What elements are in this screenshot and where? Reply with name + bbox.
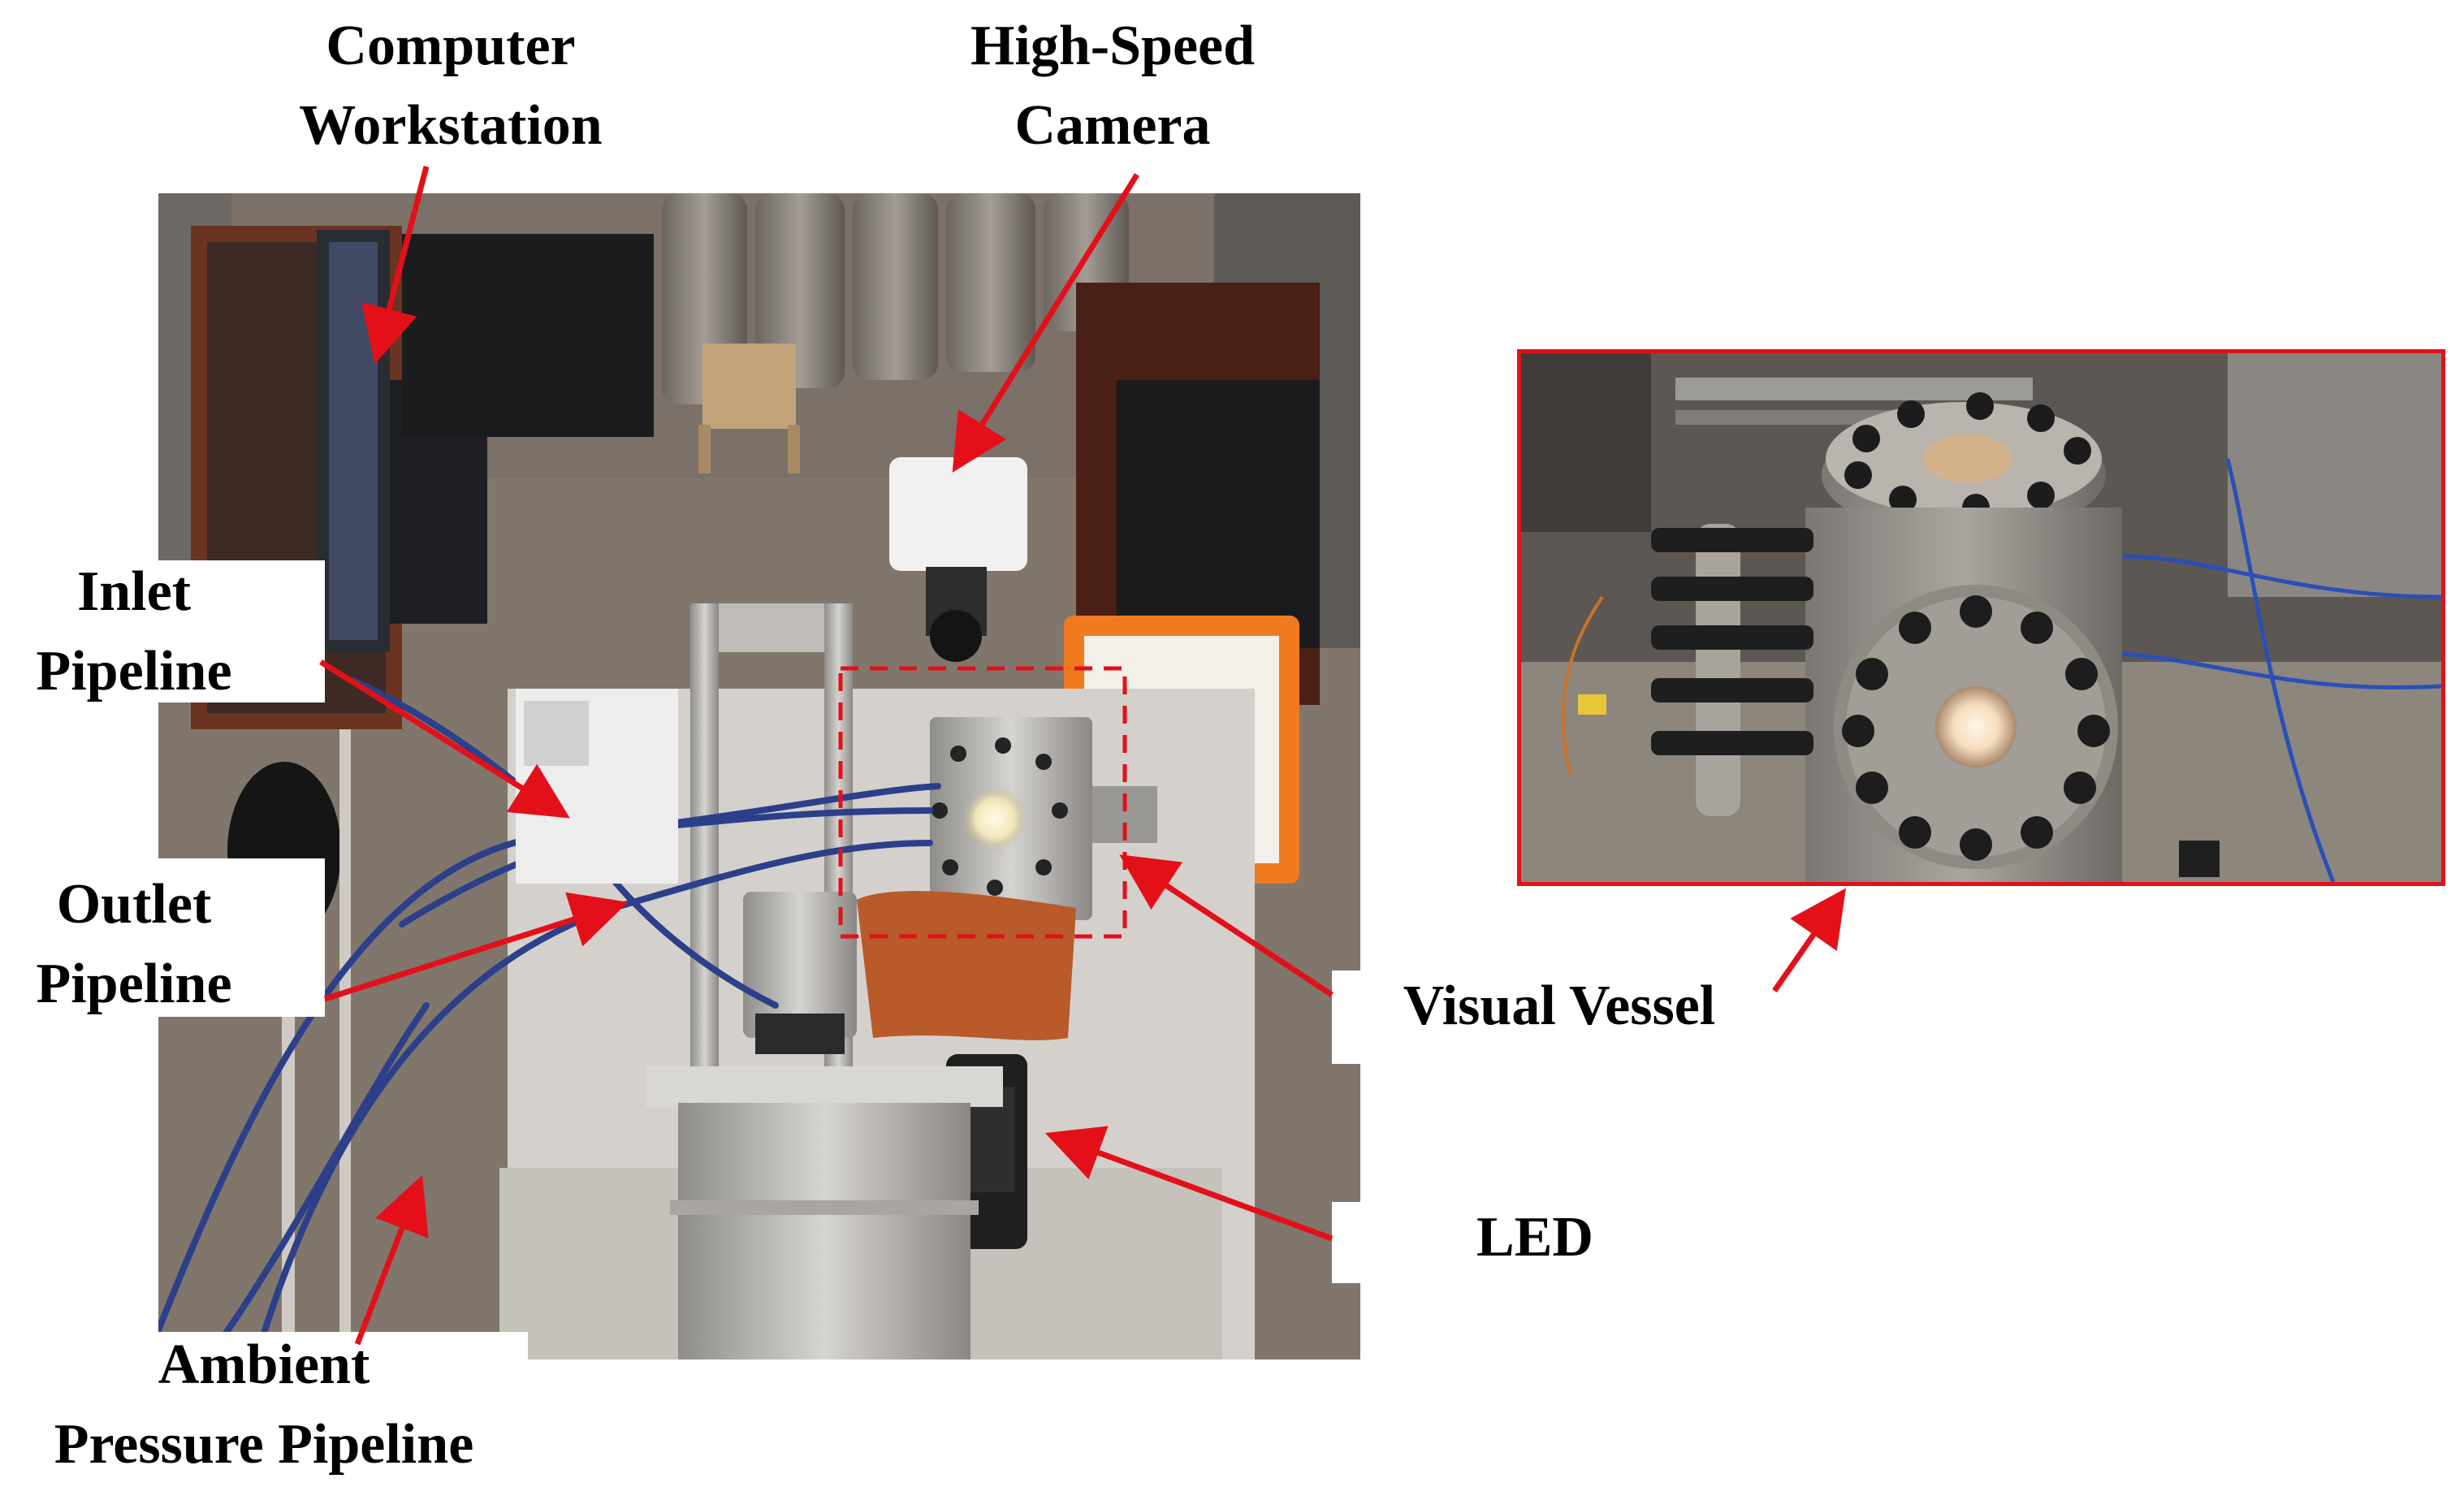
label-computer-workstation-line1: Computer bbox=[326, 15, 576, 77]
label-led: LED bbox=[1476, 1206, 1593, 1269]
label-inlet-pipeline-line1: Inlet bbox=[77, 560, 191, 623]
arrow-computer-workstation bbox=[361, 166, 430, 365]
label-high-speed-camera-line1: High-Speed bbox=[970, 15, 1256, 77]
label-high-speed-camera-line2: Camera bbox=[1014, 94, 1211, 157]
label-computer-workstation: Computer Workstation bbox=[268, 6, 633, 166]
arrow-high-speed-camera bbox=[952, 173, 1139, 473]
arrow-visual-vessel-photo bbox=[1119, 854, 1334, 997]
label-inlet-pipeline-line2: Pipeline bbox=[36, 640, 232, 702]
vessel-closeup-photo bbox=[1517, 349, 2445, 886]
label-outlet-pipeline-line2: Pipeline bbox=[36, 953, 232, 1015]
label-outlet-pipeline: Outlet Pipeline bbox=[8, 865, 260, 1024]
label-ambient-pressure-pipeline-line1: Ambient bbox=[158, 1334, 370, 1396]
label-ambient-pressure-pipeline-line2: Pressure Pipeline bbox=[54, 1413, 474, 1476]
label-ambient-pressure-pipeline: Ambient Pressure Pipeline bbox=[0, 1325, 528, 1485]
label-computer-workstation-line2: Workstation bbox=[299, 94, 603, 157]
arrow-outlet-pipeline bbox=[323, 892, 629, 1002]
arrow-visual-vessel-inset bbox=[1772, 888, 1846, 992]
label-inlet-pipeline: Inlet Pipeline bbox=[8, 552, 260, 711]
label-visual-vessel: Visual Vessel bbox=[1403, 975, 1716, 1037]
label-high-speed-camera: High-Speed Camera bbox=[934, 6, 1291, 166]
arrow-inlet-pipeline bbox=[319, 659, 570, 819]
label-outlet-pipeline-line1: Outlet bbox=[56, 873, 212, 936]
arrow-ambient-pressure-pipeline bbox=[354, 1174, 429, 1346]
arrow-led bbox=[1044, 1126, 1334, 1242]
